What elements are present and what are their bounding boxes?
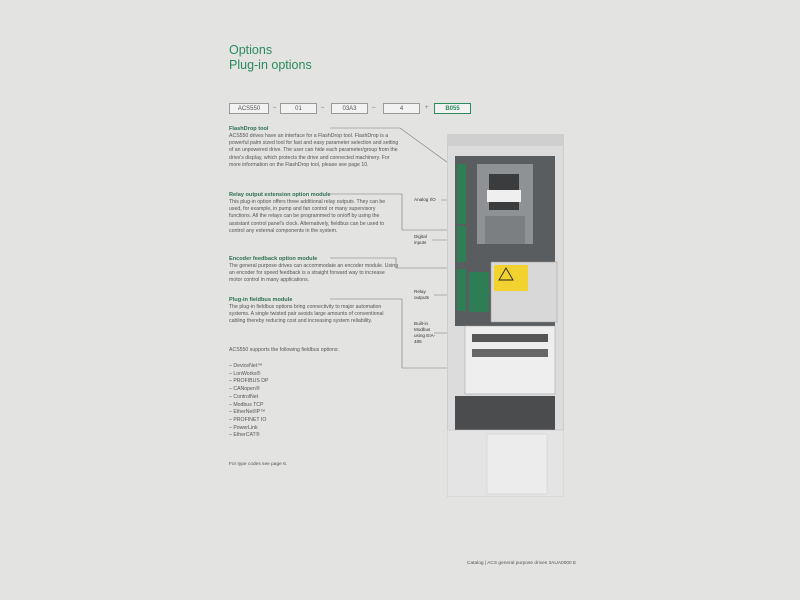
type-code-box-rating: 03A3 [331,103,368,114]
drive-illustration [447,134,564,497]
section-body: The plug-in fieldbus options bring conne… [229,304,384,325]
type-code-separator: – [273,105,277,111]
page-footer: Catalog | ACS general purpose drives 3AU… [467,561,577,566]
callout-line-encoder [330,257,482,269]
callout-line-relay-module [330,193,450,231]
list-item: – Modbus TCP [229,401,264,408]
terminal-block-relay-extension [469,272,489,312]
page-title: Options [229,43,273,57]
drive-top-housing [447,134,564,146]
section-heading: Encoder feedback option module [229,256,318,262]
panel-mount-lower [485,216,525,244]
fieldbus-list: – DeviceNet™ – LonWorks® – PROFIBUS DP –… [229,363,269,440]
fieldbus-connector-lower [472,349,548,357]
section-flashdrop: FlashDrop tool ACS550 drives have an int… [229,126,399,169]
section-body: The general purpose drives can accommoda… [229,263,398,284]
page-subtitle: Plug-in options [229,57,312,72]
power-section [455,396,555,430]
terminal-block-digital-inputs [457,226,466,262]
type-code-box-voltage: 4 [383,103,420,114]
fieldbus-connector [472,334,548,342]
list-item: – PROFINET IO [229,416,267,423]
type-code-separator: – [321,105,325,111]
terminal-block-analog-io [457,164,466,224]
callout-label-analog-io: Analog I/O [414,197,436,202]
section-heading: Plug-in fieldbus module [229,297,293,303]
list-item: – EtherNet/IP™ [229,409,266,416]
type-code-box-variant: 01 [280,103,317,114]
page-heading: Options Plug-in options [229,43,312,72]
terminal-block-relay-outputs [457,269,466,311]
section-encoder: Encoder feedback option module The gener… [229,256,399,285]
section-heading: FlashDrop tool [229,126,269,132]
list-item: – PROFIBUS DP [229,378,269,385]
warning-label [494,265,528,291]
section-body: This plug-in option offers three additio… [229,199,386,234]
list-item: – EtherCAT® [229,432,260,439]
callout-label-builtin-modbus: Built-in Modbus using EIA-485 [414,321,436,344]
section-body: ACS550 drives have an interface for a Fl… [229,133,399,168]
callout-line-fieldbus [330,298,452,369]
bottom-cover-inner [486,433,548,495]
list-item: – LonWorks® [229,370,261,377]
list-item: – ControlNet [229,393,259,400]
warning-icon [498,267,514,281]
list-item: – DeviceNet™ [229,363,263,369]
panel-connector-label [487,190,521,202]
type-code-box-option: B055 [434,103,471,114]
callout-line-flashdrop [330,127,456,169]
list-item: – PowerLink [229,424,258,431]
fieldbus-intro: ACS550 supports the following fieldbus o… [229,347,339,353]
type-code-plus: + [425,105,429,111]
type-code-note: For type codes see page 6. [229,462,288,467]
list-item: – CANopen® [229,386,260,393]
callout-label-relay-outputs: Relay outputs [414,289,430,300]
callout-label-digital-inputs: Digital inputs [414,234,427,245]
section-fieldbus: Plug-in fieldbus module The plug-in fiel… [229,297,399,326]
section-relay-output: Relay output extension option module Thi… [229,192,399,235]
type-code-separator: – [372,105,376,111]
type-code-box-product: ACS550 [229,103,269,114]
section-heading: Relay output extension option module [229,192,331,198]
